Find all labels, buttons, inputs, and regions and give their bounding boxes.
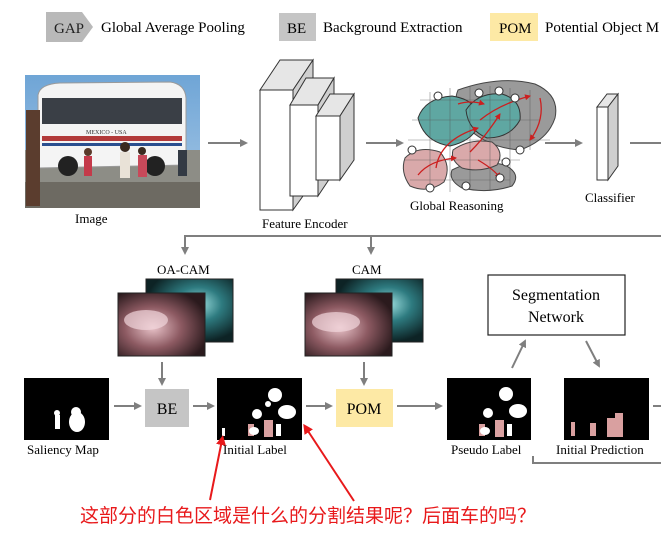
pseudo-label-map <box>447 378 531 440</box>
classifier-label: Classifier <box>585 190 635 205</box>
saliency-map <box>24 378 109 440</box>
initial-label-map <box>217 378 302 440</box>
be-box-label: BE <box>157 401 177 418</box>
image-label: Image <box>75 211 108 226</box>
seg-net-line2: Network <box>528 309 584 326</box>
annotation-arrow-right <box>303 423 355 502</box>
be-box <box>145 389 189 427</box>
feature-encoder <box>259 58 355 212</box>
annotation-arrow-left <box>209 435 226 501</box>
connector-top-to-bottom <box>181 235 661 255</box>
bus-side-text: MEXICO - USA <box>86 130 127 136</box>
be-legend-item: BE Background Extraction <box>279 13 463 41</box>
gap-legend-text: Global Average Pooling <box>101 20 245 36</box>
seg-net-line1: Segmentation <box>512 287 600 304</box>
pom-legend-text: Potential Object M <box>545 20 659 36</box>
pom-box <box>336 389 393 427</box>
pom-box-label: POM <box>347 401 382 418</box>
annotation-question: 这部分的白色区域是什么的分割结果呢？后面车的吗？ <box>80 505 536 527</box>
arrow-segnet-to-prediction <box>585 340 600 368</box>
pom-tag: POM <box>499 21 532 37</box>
input-image: MEXICO - USA <box>25 75 200 208</box>
pom-legend-item: POM Potential Object M <box>490 13 659 41</box>
gap-legend-item: GAP Global Average Pooling <box>46 12 245 42</box>
legend: GAP Global Average Pooling BE Background… <box>46 12 659 42</box>
pom-legend-box <box>490 13 538 41</box>
pseudo-label-text: Pseudo Label <box>451 442 522 457</box>
gap-tag: GAP <box>54 21 84 37</box>
initial-prediction-text: Initial Prediction <box>556 442 644 457</box>
saliency-label: Saliency Map <box>27 442 99 457</box>
oacam-label: OA-CAM <box>157 262 210 277</box>
segmentation-network-box <box>487 274 626 336</box>
oacam-maps <box>117 278 234 357</box>
initial-label-text: Initial Label <box>223 442 287 457</box>
initial-prediction-map <box>564 378 649 440</box>
cam-label: CAM <box>352 262 382 277</box>
connector-feedback <box>532 456 661 464</box>
be-legend-box <box>279 13 316 41</box>
be-tag: BE <box>287 21 306 37</box>
encoder-label: Feature Encoder <box>262 216 348 231</box>
global-reasoning-graph <box>402 80 557 193</box>
cam-maps <box>304 278 424 357</box>
gap-arrow-shape <box>46 12 93 42</box>
reasoning-label: Global Reasoning <box>410 198 504 213</box>
arrow-pseudo-to-segnet <box>511 339 527 369</box>
classifier-block <box>595 92 620 182</box>
pink-region-left <box>402 149 448 190</box>
be-legend-text: Background Extraction <box>323 20 463 36</box>
